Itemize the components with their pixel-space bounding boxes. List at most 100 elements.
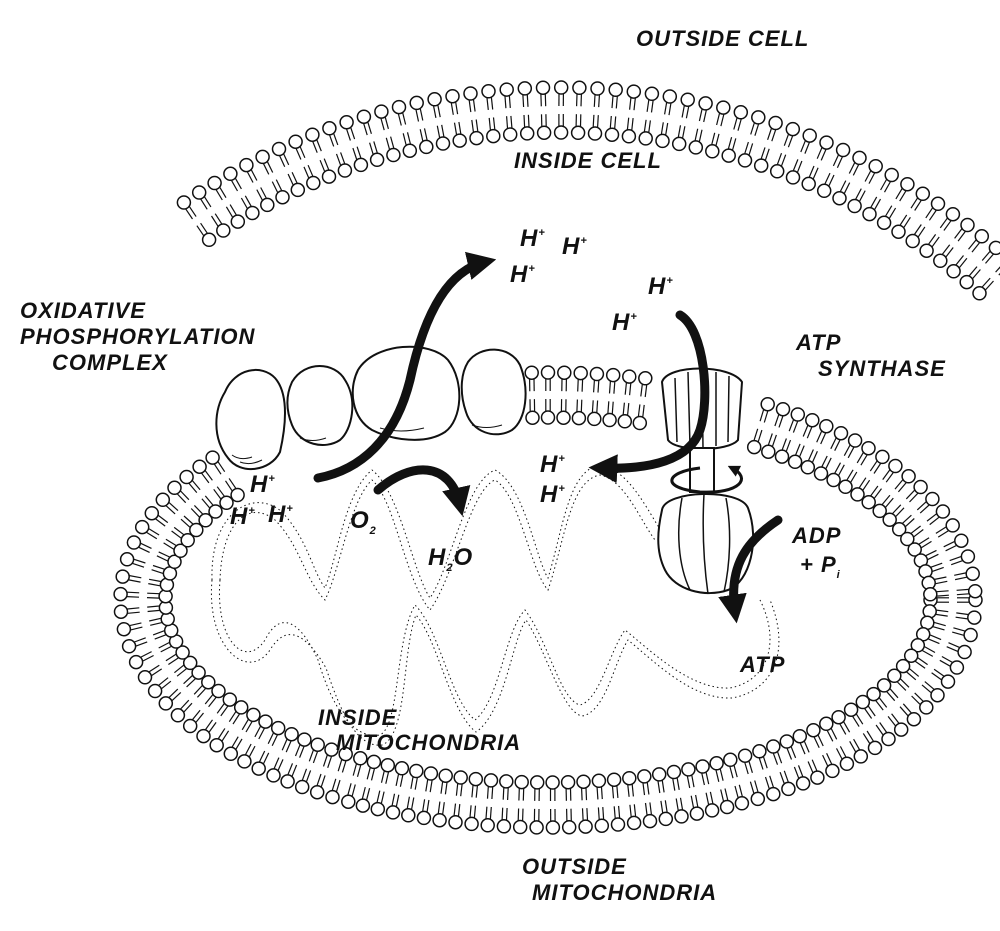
lipid-head-icon — [578, 819, 593, 834]
lipid-head-icon — [810, 770, 825, 785]
lipid-head-icon — [290, 182, 306, 198]
lipid-head-icon — [464, 816, 479, 832]
lipid-head-icon — [529, 775, 545, 790]
lipid-head-icon — [306, 175, 321, 191]
lipid-head-icon — [915, 186, 931, 202]
lipid-head-icon — [769, 164, 785, 179]
lipid-head-icon — [839, 756, 855, 772]
lipid-head-icon — [126, 535, 142, 550]
lipid-head-icon — [113, 586, 128, 602]
lipid-head-icon — [638, 371, 653, 386]
lipid-head-icon — [116, 621, 132, 637]
lipid-head-icon — [180, 533, 195, 548]
lipid-head-icon — [338, 746, 353, 762]
lipid-head-icon — [881, 731, 896, 747]
lipid-head-icon — [716, 100, 731, 115]
lipid-head-icon — [480, 818, 495, 833]
lipid-head-icon — [723, 752, 738, 768]
lipid-head-icon — [940, 674, 956, 689]
protein-complex-2 — [286, 365, 354, 446]
inside-mitochondria-label-line-2: MITOCHONDRIA — [336, 730, 521, 755]
lipid-head-icon — [545, 820, 561, 835]
lipid-head-icon — [760, 396, 775, 412]
lipid-head-icon — [573, 365, 588, 381]
lipid-head-icon — [170, 708, 186, 723]
lipid-head-icon — [855, 694, 871, 710]
lipid-head-icon — [271, 141, 287, 157]
lipid-head-icon — [266, 768, 281, 783]
outside-mitochondria-label-line-1: OUTSIDE — [522, 854, 627, 879]
lipid-head-icon — [196, 728, 211, 744]
proton-return-arrow-icon — [588, 310, 710, 484]
lipid-head-icon — [825, 763, 840, 779]
proton-pump-arrow-icon — [313, 251, 497, 483]
oxphos-label-line-2: PHOSPHORYLATION — [20, 324, 256, 349]
svg-text:H+: H+ — [230, 503, 256, 530]
lipid-head-icon — [868, 158, 883, 174]
lipid-head-icon — [688, 140, 704, 155]
lipid-head-icon — [483, 773, 499, 788]
lipid-head-icon — [737, 153, 753, 168]
lipid-head-icon — [833, 425, 849, 441]
atp-synthase-label-line-1: ATP — [795, 330, 841, 355]
lipid-head-icon — [438, 768, 453, 783]
lipid-head-icon — [960, 217, 975, 233]
lipid-head-icon — [719, 799, 735, 815]
lipid-head-icon — [606, 772, 622, 787]
lipid-head-icon — [205, 450, 220, 465]
lipid-head-icon — [309, 784, 325, 800]
proton-group-synthase-entry: H+ H+ — [612, 273, 674, 336]
lipid-head-icon — [945, 206, 961, 222]
lipid-head-icon — [835, 142, 851, 158]
lipid-head-icon — [251, 761, 266, 776]
inside-cell-label: INSIDE CELL — [514, 148, 662, 173]
lipid-head-icon — [779, 734, 795, 749]
lipid-head-icon — [167, 554, 182, 570]
lipid-head-icon — [589, 366, 605, 382]
lipid-head-icon — [587, 126, 603, 141]
lipid-head-icon — [903, 648, 919, 663]
lipid-head-icon — [486, 128, 501, 144]
protein-complex-4 — [460, 348, 527, 436]
lipid-head-icon — [680, 92, 695, 107]
lipid-head-icon — [209, 737, 224, 753]
lipid-head-icon — [876, 215, 892, 230]
lipid-head-icon — [137, 670, 153, 685]
lipid-head-icon — [852, 150, 867, 166]
oxphos-label-line-1: OXIDATIVE — [20, 298, 146, 323]
lipid-head-icon — [540, 410, 556, 425]
lipid-head-icon — [884, 167, 899, 183]
lipid-head-icon — [967, 610, 982, 625]
lipid-head-icon — [900, 176, 915, 192]
oxphos-label-line-3: COMPLEX — [52, 350, 168, 375]
lipid-head-icon — [900, 531, 915, 547]
outside-cell-label: OUTSIDE CELL — [636, 26, 809, 51]
lipid-head-icon — [402, 143, 418, 158]
proton-group-matrix-right: H+ H+ — [540, 451, 565, 508]
lipid-head-icon — [230, 214, 246, 229]
lipid-head-icon — [175, 645, 190, 660]
svg-text:H+: H+ — [648, 273, 674, 300]
lipid-head-icon — [182, 655, 198, 671]
lipid-head-icon — [341, 794, 356, 809]
lipid-head-icon — [179, 469, 194, 485]
lipid-head-icon — [435, 136, 451, 151]
lipid-head-icon — [386, 147, 401, 163]
lipid-head-icon — [795, 776, 811, 791]
lipid-head-icon — [380, 757, 396, 773]
lipid-head-icon — [366, 754, 382, 770]
lipid-head-icon — [891, 522, 907, 537]
lipid-head-icon — [621, 129, 637, 144]
lipid-head-icon — [988, 240, 1000, 256]
lipid-head-icon — [270, 720, 286, 736]
lipid-head-icon — [409, 95, 424, 111]
lipid-head-icon — [674, 809, 689, 824]
lipid-head-icon — [705, 144, 720, 159]
lipid-head-icon — [182, 718, 198, 734]
lipid-head-icon — [949, 660, 965, 675]
lipid-head-icon — [512, 819, 528, 835]
lipid-head-icon — [891, 224, 906, 239]
lipid-head-icon — [258, 714, 273, 729]
oxygen-to-water-arrow-icon — [373, 465, 471, 517]
